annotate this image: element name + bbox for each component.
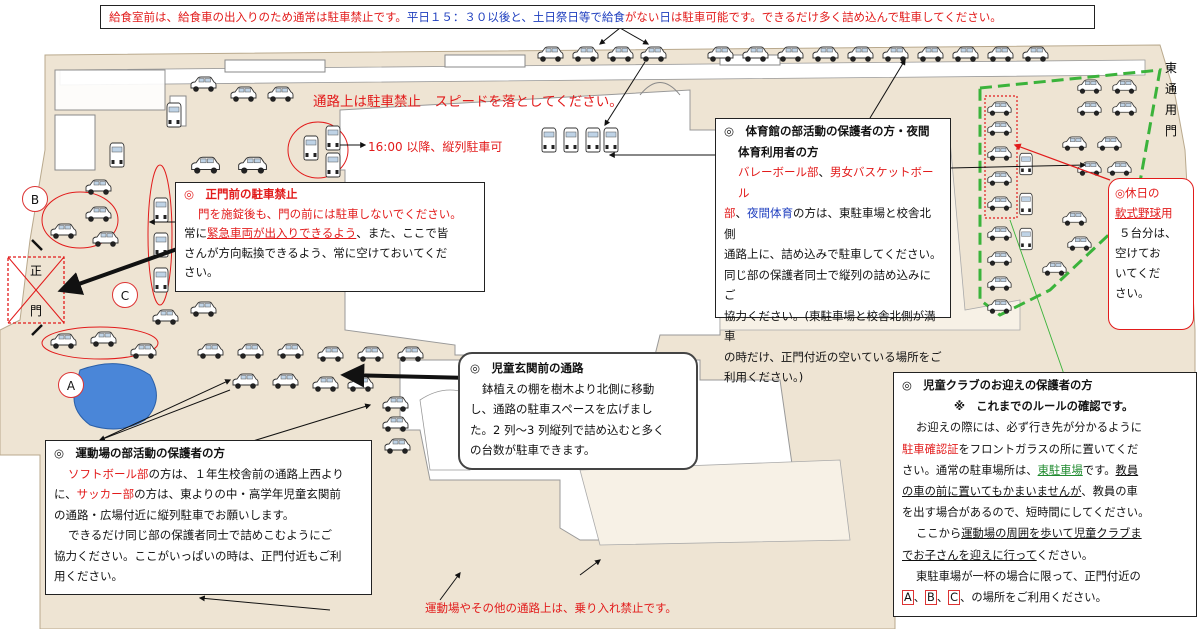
top-note-part5: 日 <box>659 10 671 24</box>
holiday-line4: ５台分は、 <box>1119 226 1177 240</box>
kids-entrance-line3: た。2 列～3 列縦列で詰め込むと多く <box>470 422 665 437</box>
club-line5: を出す場合があるので、短時間にしてください。 <box>902 506 1150 520</box>
gym-line1: バレーボール部、男女バスケットボール <box>738 165 934 200</box>
top-note-part4: がない <box>624 10 660 24</box>
field-line3: の通路・広場付近に縦列駐車でお願いします。 <box>54 507 295 522</box>
top-note-part1: 給食室前は、給食車の出入りのため通常は駐車禁止です。 <box>109 10 407 24</box>
top-note-box: 給食室前は、給食車の出入りのため通常は駐車禁止です。平日１５：３０以後と、土日祭… <box>100 5 1095 29</box>
holiday-arrow <box>1013 143 1111 181</box>
holiday-line1: ◎休日の <box>1115 186 1160 200</box>
club-line9: A、B、C、の場所をご利用ください。 <box>902 590 1107 606</box>
east-gate-label: 東 通 用 門 <box>1165 61 1178 138</box>
kids-entrance-line2: し、通路の駐車スペースを広げまし <box>470 402 653 416</box>
club-title: ◎ 児童クラブのお迎えの保護者の方 <box>902 379 1093 392</box>
holiday-line5: 空けてお <box>1115 246 1161 260</box>
club-subtitle: ※ これまでのルールの確認です。 <box>954 400 1134 414</box>
main-gate-label-bottom: 門 <box>30 304 43 318</box>
club-line3: さい。通常の駐車場所は、東駐車場です。教員 <box>902 463 1139 477</box>
club-line4: の車の前に置いてもかまいませんが、教員の車 <box>902 485 1138 499</box>
club-line2: 駐車確認証をフロントガラスの所に置いてくだ <box>902 442 1139 456</box>
kids-entrance-box: ◎ 児童玄関前の通路 鉢植えの棚を樹木より北側に移動 し、通路の駐車スペースを広… <box>458 352 698 470</box>
field-line5: 協力ください。ここがいっぱいの時は、正門付近もご利 <box>54 548 342 563</box>
gym-line7: 利用ください。) <box>724 370 804 384</box>
club-line8: 東駐車場が一杯の場合に限って、正門付近の <box>916 569 1141 583</box>
marker-c: C <box>112 282 138 308</box>
kids-entrance-title: ◎ 児童玄関前の通路 <box>470 361 584 375</box>
field-line4: できるだけ同じ部の保護者同士で詰めこむようにご <box>68 528 333 542</box>
holiday-box: ◎休日の 軟式野球用 ５台分は、 空けてお いてくだ さい。 <box>1108 178 1194 330</box>
gym-title1: ◎ 体育館の部活動の保護者の方・夜間 <box>724 124 930 138</box>
club-box: ◎ 児童クラブのお迎えの保護者の方 ※ これまでのルールの確認です。 お迎えの際… <box>893 372 1197 617</box>
kids-entrance-line1: 鉢植えの棚を樹木より北側に移動 <box>482 381 655 396</box>
gym-box: ◎ 体育館の部活動の保護者の方・夜間 体育利用者の方 バレーボール部、男女バスケ… <box>715 118 951 384</box>
field-line6: 用ください。 <box>54 569 123 583</box>
club-line6: ここから運動場の周囲を歩いて児童クラブま <box>916 527 1142 541</box>
bottom-note: 運動場やその他の通路上は、乗り入れ禁止です。 <box>425 601 677 615</box>
marker-a: A <box>58 372 84 398</box>
front-gate-line1: 門を施錠後も、門の前には駐車しないでください。 <box>198 206 462 221</box>
field-box: ◎ 運動場の部活動の保護者の方 ソフトボール部の方は、１年生校舎前の通路上西より… <box>45 440 372 595</box>
marker-b: B <box>22 186 48 212</box>
front-gate-line4: さい。 <box>184 265 219 279</box>
main-gate-label-top: 正 <box>30 264 43 278</box>
front-gate-box: ◎ 正門前の駐車禁止 門を施錠後も、門の前には駐車しないでください。 常に緊急車… <box>175 182 485 292</box>
front-gate-line3: さんが方向転換できるよう、常に空けておいてくだ <box>184 245 448 260</box>
field-line1: ソフトボール部の方は、１年生校舎前の通路上西より <box>68 466 344 481</box>
kids-entrance-line4: の台数が駐車できます。 <box>470 443 596 457</box>
field-title: ◎ 運動場の部活動の保護者の方 <box>54 446 226 460</box>
top-note-part3: 給食 <box>601 10 625 24</box>
field-line2: に、サッカー部の方は、東よりの中・高学年児童玄関前 <box>54 487 341 501</box>
gym-title2: 体育利用者の方 <box>738 144 819 159</box>
road-note: 通路上は駐車禁止 スピードを落としてください。 <box>313 94 623 110</box>
club-line7: でお子さんを迎えに行ってください。 <box>902 548 1094 562</box>
gym-line2: 部、夜間体育の方は、東駐車場と校舎北側 <box>724 206 931 241</box>
holiday-line2: 軟式野球用 <box>1115 206 1173 220</box>
holiday-line6: いてくだ <box>1115 266 1161 280</box>
front-gate-title: ◎ 正門前の駐車禁止 <box>184 187 298 201</box>
holiday-line7: さい。 <box>1115 286 1150 300</box>
gym-line3: 通路上に、詰め込みで駐車してください。 <box>724 247 942 261</box>
parking-1600-note: 16:00 以降、縦列駐車可 <box>368 140 503 154</box>
gym-line5: 協力ください。(東駐車場と校舎北側が満車 <box>724 308 936 344</box>
front-gate-line2: 常に緊急車両が出入りできるよう、また、ここで皆 <box>184 226 449 240</box>
gym-line6: の時だけ、正門付近の空いている場所をご <box>724 349 942 364</box>
club-line1: お迎えの際には、必ず行き先が分かるように <box>916 421 1142 435</box>
top-note-part6: は駐車可能です。できるだけ多く詰め込んで駐車してください。 <box>670 10 1002 24</box>
gym-line4: 同じ部の保護者同士で縦列の詰め込みにご <box>724 267 931 303</box>
top-note-part2: 平日１５：３０以後と、土日祭日等で <box>406 10 602 24</box>
